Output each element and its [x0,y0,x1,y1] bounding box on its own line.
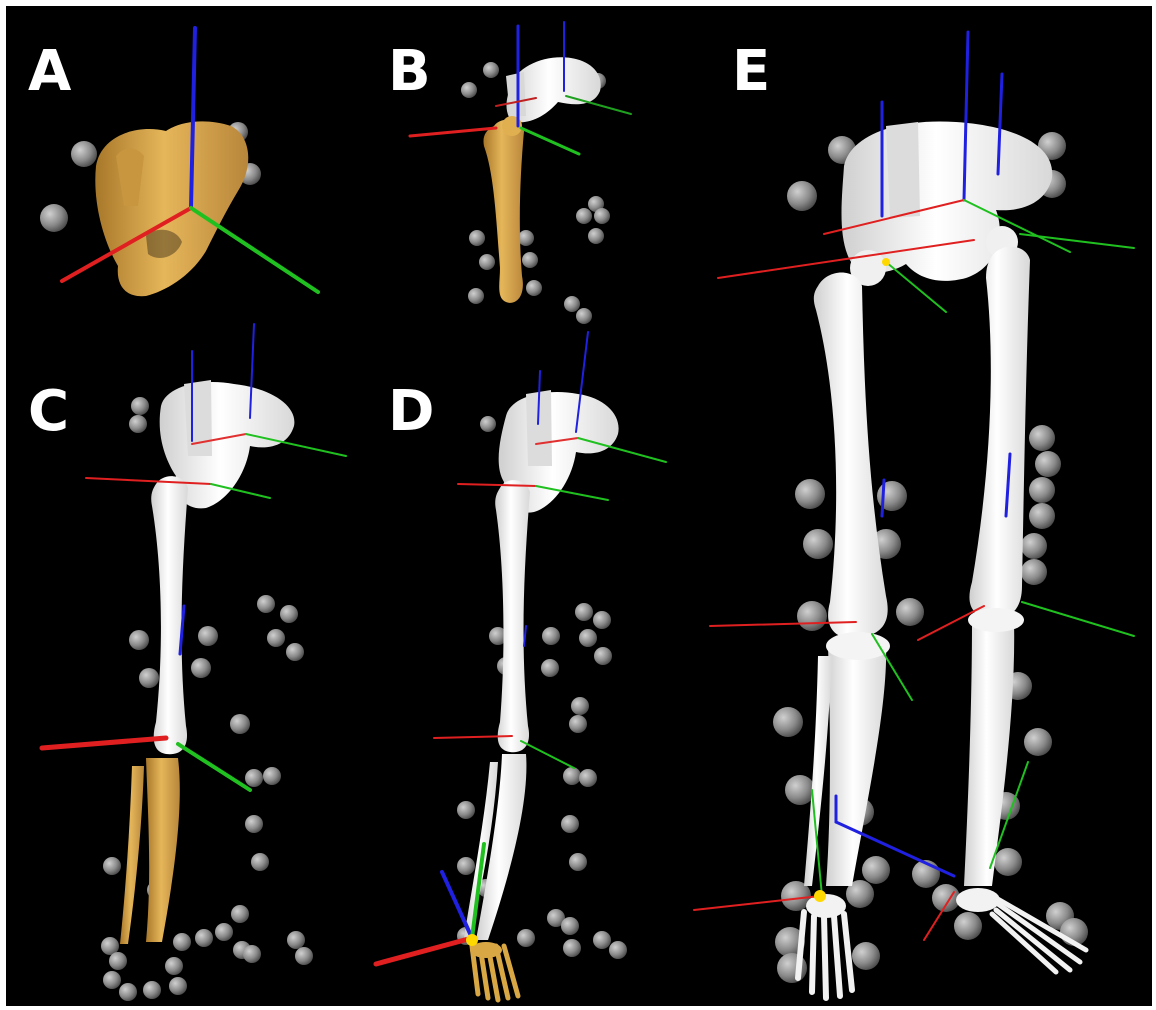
pelvis-bone-a [95,121,248,296]
right-femur-e [969,247,1030,619]
tibia-fibula-c [120,758,180,944]
panel-c-model [42,324,346,1001]
panel-label-d: D [388,384,434,440]
pelvis-bone-b [506,57,601,122]
panel-label-e: E [732,44,770,100]
panel-b-model [410,22,631,324]
figure-frame: A B C D E [6,6,1152,1006]
left-femur-e [814,273,888,639]
left-foot-e [798,894,852,998]
femur-bone-b [483,116,524,303]
right-tibia-e [964,608,1024,886]
panel-label-c: C [28,384,69,440]
panel-label-b: B [388,44,431,100]
panel-label-a: A [28,44,71,100]
panel-e-model [694,32,1134,998]
femur-bone-d [495,480,530,752]
panel-a-model [40,28,318,296]
foot-bones-d [470,942,518,1000]
skeleton-scene [6,6,1152,1006]
